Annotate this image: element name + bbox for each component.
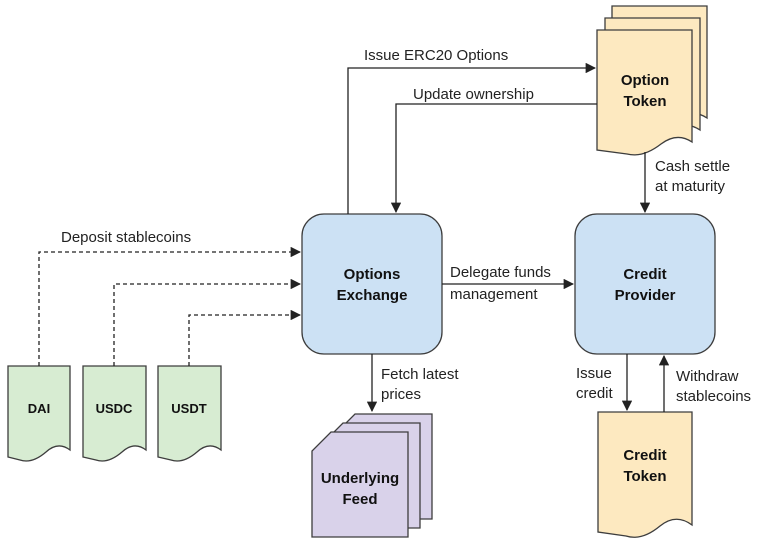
credit-token-label-1: Credit	[623, 447, 666, 464]
underlying-feed-label-1: Underlying	[321, 470, 399, 487]
update-ownership-edge: Update ownership	[390, 86, 597, 214]
cash-settle-edge: Cash settle at maturity	[639, 152, 730, 214]
issue-erc20-label: Issue ERC20 Options	[364, 47, 508, 64]
option-token-label-1: Option	[621, 72, 669, 89]
delegate-label-2: management	[450, 286, 538, 303]
usdt-label: USDT	[171, 401, 206, 416]
dai-node: DAI	[7, 365, 71, 462]
issue-credit-label-1: Issue	[576, 365, 612, 382]
credit-provider-label-1: Credit	[623, 266, 666, 283]
usdc-label: USDC	[96, 401, 133, 416]
cash-settle-label-2: at maturity	[655, 178, 726, 195]
issue-erc20-edge: Issue ERC20 Options	[347, 47, 597, 214]
credit-token-node: Credit Token	[597, 411, 693, 538]
option-token-label-2: Token	[623, 93, 666, 110]
usdt-node: USDT	[157, 365, 222, 462]
credit-token-label-2: Token	[623, 468, 666, 485]
withdraw-edge: Withdraw stablecoins	[658, 354, 751, 412]
options-exchange-label-2: Exchange	[337, 287, 408, 304]
fetch-label-1: Fetch latest	[381, 366, 459, 383]
options-exchange-label-1: Options	[344, 266, 401, 283]
delegate-label-1: Delegate funds	[450, 264, 551, 281]
deposit-edges: Deposit stablecoins	[38, 229, 302, 366]
cash-settle-label-1: Cash settle	[655, 158, 730, 175]
underlying-feed-node: Underlying Feed	[311, 413, 433, 538]
deposit-label: Deposit stablecoins	[61, 229, 191, 246]
credit-provider-label-2: Provider	[615, 287, 676, 304]
delegate-edge: Delegate funds management	[442, 264, 575, 303]
underlying-feed-label-2: Feed	[342, 491, 377, 508]
options-exchange-node: Options Exchange	[301, 213, 443, 355]
option-token-node: Option Token	[596, 5, 708, 156]
withdraw-label-2: stablecoins	[676, 388, 751, 405]
issue-credit-edge: Issue credit	[576, 354, 633, 412]
usdc-node: USDC	[82, 365, 147, 462]
fetch-label-2: prices	[381, 386, 421, 403]
issue-credit-label-2: credit	[576, 385, 614, 402]
withdraw-label-1: Withdraw	[676, 368, 739, 385]
fetch-edge: Fetch latest prices	[366, 354, 459, 413]
credit-provider-node: Credit Provider	[574, 213, 716, 355]
update-ownership-label: Update ownership	[413, 86, 534, 103]
dai-label: DAI	[28, 401, 50, 416]
